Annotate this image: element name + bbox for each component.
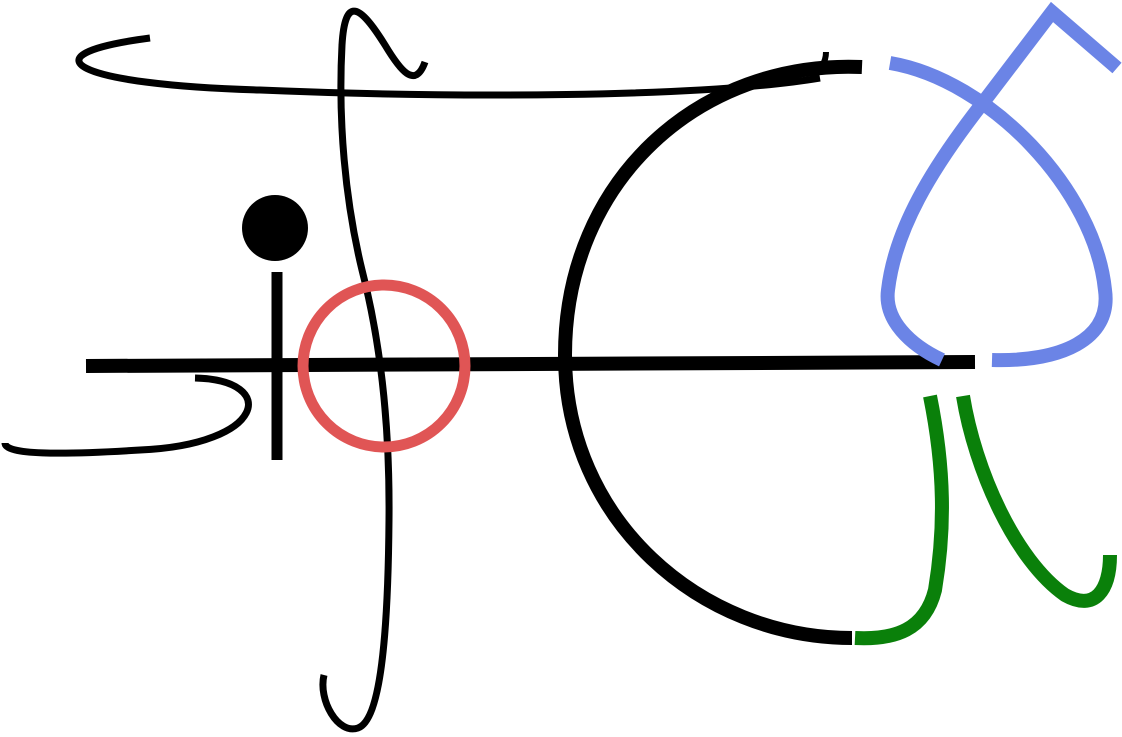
left-hook-stroke bbox=[1, 374, 252, 457]
red-ring bbox=[297, 279, 471, 453]
dot-mark bbox=[242, 195, 308, 261]
large-c-arc bbox=[557, 59, 863, 645]
green-hook-right bbox=[956, 394, 1117, 608]
horizontal-baseline bbox=[85, 355, 976, 373]
top-loop-stroke bbox=[75, 34, 821, 99]
green-hook-left bbox=[854, 394, 949, 646]
small-top-tick bbox=[810, 51, 829, 79]
blue-loop-stroke bbox=[888, 56, 1113, 368]
blue-caret-stroke bbox=[880, 1, 1122, 367]
